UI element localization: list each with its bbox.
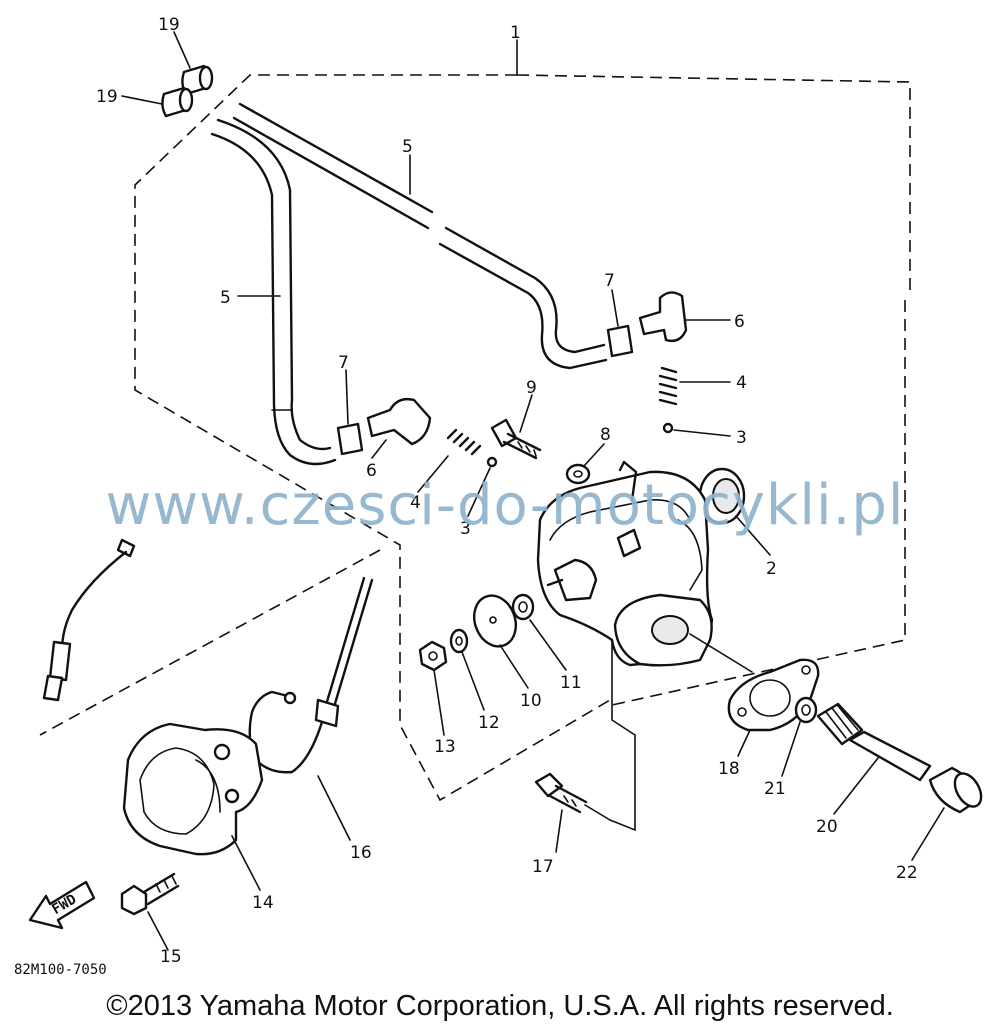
callout-9: 9: [526, 378, 537, 398]
callout-4-lower: 4: [410, 493, 421, 513]
hose-cap-19-lower: [161, 86, 194, 118]
callout-4-upper: 4: [736, 373, 747, 393]
callout-1: 1: [510, 23, 521, 43]
callout-5-upper: 5: [402, 137, 413, 157]
washer-12: [449, 628, 469, 654]
nut-13: [418, 640, 448, 672]
callout-21: 21: [764, 779, 786, 799]
callout-7-lower: 7: [338, 353, 349, 373]
callout-11: 11: [560, 673, 582, 693]
drive-shaft-20: [816, 702, 932, 782]
hose-5-upper: [232, 102, 608, 370]
callout-19-upper: 19: [158, 15, 180, 35]
callout-10: 10: [520, 691, 542, 711]
callout-16: 16: [350, 843, 372, 863]
spring-4-lower: [446, 428, 482, 456]
clamp-7-lower: [336, 422, 364, 456]
cable-16: [248, 576, 374, 774]
callout-22: 22: [896, 863, 918, 883]
forward-arrow-icon: FWD: [28, 880, 96, 930]
sensor-cable: [42, 538, 136, 702]
elbow-fitting-6-lower: [366, 397, 432, 446]
leader-lines: [121, 31, 945, 951]
callout-19-lower: 19: [96, 87, 118, 107]
callout-2: 2: [766, 559, 777, 579]
oil-pump-body: [536, 460, 714, 667]
check-ball-3-upper: [662, 422, 674, 434]
callout-15: 15: [160, 947, 182, 967]
bolt-15: [120, 872, 180, 916]
clamp-7-upper: [606, 324, 634, 358]
check-ball-3-lower: [486, 456, 498, 468]
washer-8: [565, 463, 591, 485]
bolt-17: [534, 772, 588, 814]
washer-21: [794, 696, 818, 724]
callout-8: 8: [600, 425, 611, 445]
oil-seal-2: [698, 467, 746, 525]
callout-labels: 19 19 1 5 5 7 6 7 6 4 3 9 8 4 3 2 10 11 …: [14, 15, 918, 978]
callout-13: 13: [434, 737, 456, 757]
callout-7-upper: 7: [604, 271, 615, 291]
callout-5-left: 5: [220, 288, 231, 308]
callout-6-lower: 6: [366, 461, 377, 481]
callout-20: 20: [816, 817, 838, 837]
washer-11: [511, 593, 535, 621]
drawing-code: 82M100-7050: [14, 962, 107, 978]
callout-3-lower: 3: [460, 519, 471, 539]
bolt-9: [490, 418, 542, 460]
pump-cover-14: [122, 722, 264, 856]
hose-cap-19-upper: [181, 64, 214, 96]
collar-22: [928, 766, 983, 814]
callout-3-upper: 3: [736, 428, 747, 448]
callout-17: 17: [532, 857, 554, 877]
website-watermark: www.czesci-do-motocykli.pl: [105, 473, 905, 538]
spring-4-upper: [658, 366, 678, 406]
elbow-fitting-6-upper: [638, 291, 688, 343]
callout-6-upper: 6: [734, 312, 745, 332]
copyright-notice: ©2013 Yamaha Motor Corporation, U.S.A. A…: [106, 990, 894, 1022]
callout-12: 12: [478, 713, 500, 733]
assembly-outline: [39, 39, 911, 832]
callout-14: 14: [252, 893, 274, 913]
callout-18: 18: [718, 759, 740, 779]
hose-5-left: [210, 118, 337, 466]
